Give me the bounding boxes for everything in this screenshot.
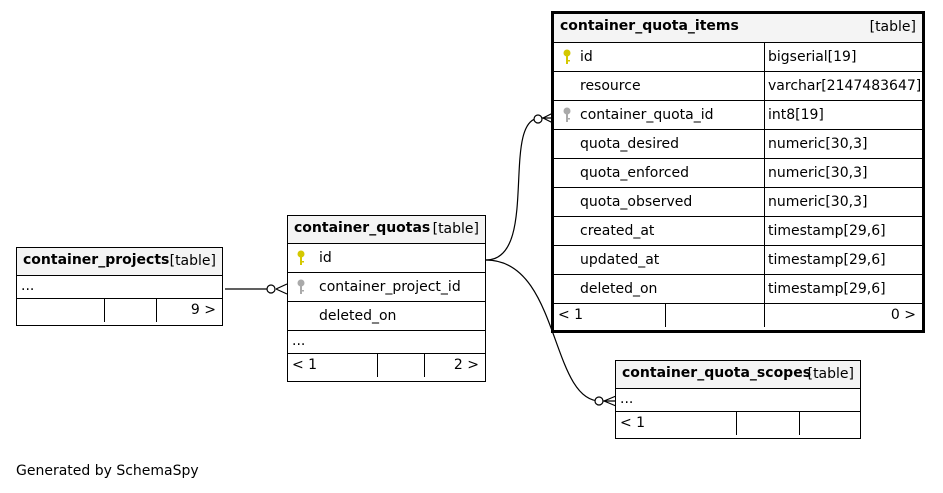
- footer-divider: [156, 299, 157, 322]
- primary-key-icon: [563, 49, 571, 64]
- table-type: [table]: [807, 366, 854, 382]
- table-container-quota-items[interactable]: container_quota_items [table] id bigseri…: [551, 11, 925, 333]
- footer-right: 9 >: [190, 302, 216, 318]
- table-name: container_quotas: [294, 220, 431, 236]
- column-row: quota_enforced numeric[30,3]: [554, 159, 922, 188]
- footer-divider: [377, 354, 378, 377]
- column-name: id: [580, 49, 593, 65]
- link-quotas-items: [485, 117, 553, 261]
- column-divider: [764, 72, 765, 100]
- column-type: int8[19]: [768, 107, 824, 123]
- footer-left: < 1: [620, 415, 646, 431]
- table-container-quota-scopes[interactable]: container_quota_scopes [table] ... < 1: [615, 360, 861, 439]
- column-type: varchar[2147483647]: [768, 78, 922, 94]
- table-header: container_quota_scopes [table]: [616, 361, 860, 389]
- column-type: timestamp[29,6]: [768, 252, 886, 268]
- column-divider: [764, 275, 765, 303]
- column-row: id bigserial[19]: [554, 43, 922, 72]
- generator-credit: Generated by SchemaSpy: [16, 463, 199, 479]
- column-name: resource: [580, 78, 641, 94]
- table-header: container_projects [table]: [17, 248, 222, 276]
- table-container-projects[interactable]: container_projects [table] ... 9 >: [16, 247, 223, 326]
- table-ellipsis-row: ...: [17, 276, 222, 299]
- column-divider: [764, 217, 765, 245]
- column-type: bigserial[19]: [768, 49, 857, 65]
- foreign-key-icon: [297, 279, 305, 294]
- column-divider: [764, 43, 765, 71]
- table-footer: < 1 2 >: [288, 354, 485, 377]
- table-name: container_quota_items: [560, 18, 739, 34]
- column-row: deleted_on: [288, 302, 485, 331]
- table-header: container_quota_items [table]: [554, 14, 922, 43]
- footer-right: 2 >: [453, 357, 479, 373]
- footer-divider: [665, 304, 666, 327]
- column-type: timestamp[29,6]: [768, 281, 886, 297]
- crowfoot-mark: [275, 283, 288, 295]
- table-container-quotas[interactable]: container_quotas [table] id container_pr…: [287, 215, 486, 382]
- footer-divider: [104, 299, 105, 322]
- primary-key-icon: [297, 250, 305, 265]
- column-name: quota_observed: [580, 194, 693, 210]
- column-name: deleted_on: [580, 281, 658, 297]
- footer-left: < 1: [292, 357, 318, 373]
- column-type: numeric[30,3]: [768, 136, 868, 152]
- link-quotas-scopes: [485, 259, 617, 402]
- column-row: container_project_id: [288, 273, 485, 302]
- column-type: numeric[30,3]: [768, 194, 868, 210]
- footer-divider: [799, 412, 800, 435]
- footer-left: < 1: [558, 307, 584, 323]
- column-name: container_project_id: [319, 279, 461, 295]
- crowfoot-circle: [533, 114, 543, 124]
- table-type: [table]: [869, 19, 916, 35]
- crowfoot-circle: [266, 284, 276, 294]
- table-name: container_projects: [23, 252, 170, 268]
- ellipsis-text: ...: [292, 333, 306, 349]
- column-row: quota_observed numeric[30,3]: [554, 188, 922, 217]
- column-name: container_quota_id: [580, 107, 714, 123]
- table-name: container_quota_scopes: [622, 365, 812, 381]
- column-row: resource varchar[2147483647]: [554, 72, 922, 101]
- column-divider: [764, 159, 765, 187]
- column-row: id: [288, 244, 485, 273]
- column-type: numeric[30,3]: [768, 165, 868, 181]
- column-row: updated_at timestamp[29,6]: [554, 246, 922, 275]
- column-row: quota_desired numeric[30,3]: [554, 130, 922, 159]
- crowfoot-mark: [603, 395, 617, 407]
- footer-right: 0 >: [890, 307, 916, 323]
- column-divider: [764, 130, 765, 158]
- column-row: deleted_on timestamp[29,6]: [554, 275, 922, 304]
- table-footer: < 1 0 >: [554, 304, 922, 327]
- column-name: quota_enforced: [580, 165, 690, 181]
- table-ellipsis-row: ...: [288, 331, 485, 354]
- column-divider: [764, 246, 765, 274]
- column-row: container_quota_id int8[19]: [554, 101, 922, 130]
- column-name: id: [319, 250, 332, 266]
- footer-divider: [424, 354, 425, 377]
- column-divider: [764, 101, 765, 129]
- column-type: timestamp[29,6]: [768, 223, 886, 239]
- table-type: [table]: [169, 253, 216, 269]
- crowfoot-circle: [594, 396, 604, 406]
- foreign-key-icon: [563, 107, 571, 122]
- table-header: container_quotas [table]: [288, 216, 485, 244]
- table-ellipsis-row: ...: [616, 389, 860, 412]
- column-divider: [764, 188, 765, 216]
- column-name: deleted_on: [319, 308, 397, 324]
- column-name: updated_at: [580, 252, 660, 268]
- table-type: [table]: [432, 221, 479, 237]
- column-name: created_at: [580, 223, 655, 239]
- table-footer: < 1: [616, 412, 860, 435]
- column-name: quota_desired: [580, 136, 680, 152]
- footer-divider: [736, 412, 737, 435]
- ellipsis-text: ...: [21, 278, 35, 294]
- footer-divider: [764, 304, 765, 327]
- ellipsis-text: ...: [620, 391, 634, 407]
- table-footer: 9 >: [17, 299, 222, 322]
- column-row: created_at timestamp[29,6]: [554, 217, 922, 246]
